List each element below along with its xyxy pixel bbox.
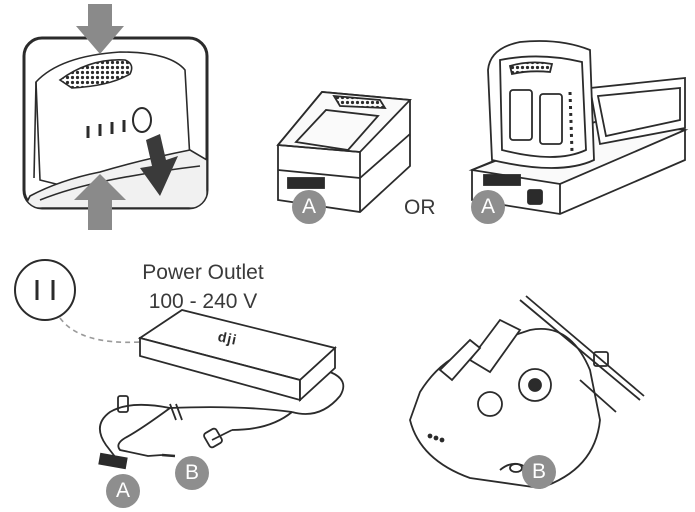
top-down-arrow-icon (76, 4, 124, 54)
badge-b-cable: B (175, 456, 209, 490)
badge-a-battery: A (292, 190, 326, 224)
power-adapter-illustration (98, 309, 345, 470)
power-outlet-label: Power Outlet 100 - 240 V (118, 258, 288, 316)
or-separator: OR (404, 196, 436, 219)
outlet-dashed-cable (59, 317, 141, 344)
battery-closeup-panel (22, 4, 209, 230)
power-outlet-title: Power Outlet (142, 261, 264, 284)
battery-port-illustration (276, 91, 412, 213)
badge-a-hub: A (471, 190, 505, 224)
remote-controller-illustration (409, 295, 645, 489)
power-outlet-icon (14, 259, 76, 321)
badge-b-remote: B (522, 455, 556, 489)
power-outlet-voltage: 100 - 240 V (148, 290, 258, 313)
charging-hub-illustration (468, 40, 689, 215)
release-arrow-icon (140, 134, 178, 196)
badge-a-cable: A (106, 474, 140, 508)
bottom-up-arrow-icon (74, 174, 126, 230)
